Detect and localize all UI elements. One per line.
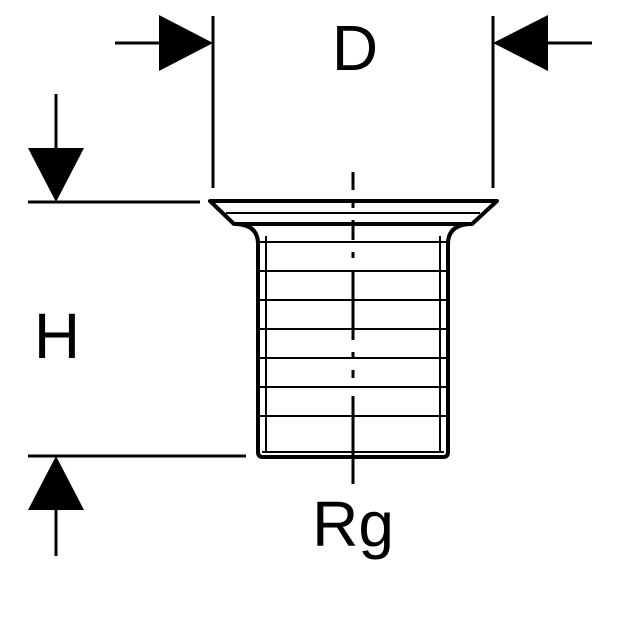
height-label: H [34,300,80,372]
h-arrow-bottom-head [28,456,84,510]
thread-label: Rg [312,488,394,560]
d-arrow-right-head [493,15,548,71]
diameter-label: D [332,12,378,84]
d-arrow-left-head [159,15,213,71]
h-arrow-top-head [28,148,84,202]
